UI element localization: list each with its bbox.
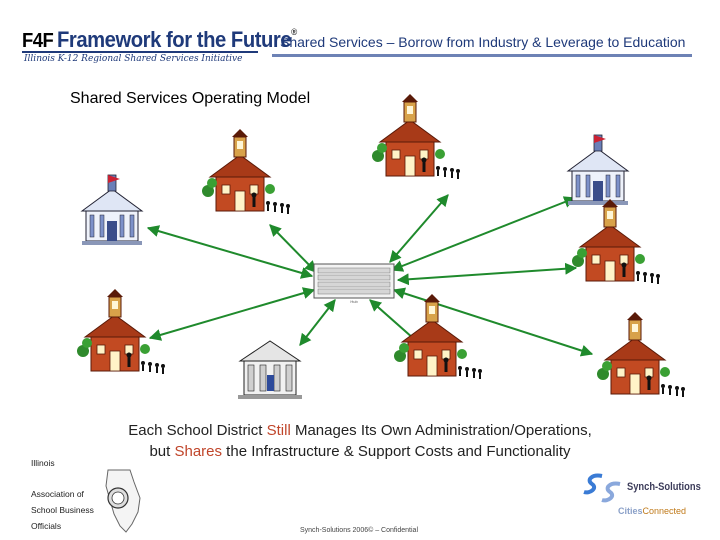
caption-text: but	[149, 443, 174, 460]
synch-solutions-logo-icon	[582, 472, 624, 506]
tagline-cities: Cities	[618, 506, 643, 516]
arrow-hub-to-school-right	[398, 268, 576, 280]
district-office-icon-1	[82, 175, 142, 245]
arrow-hub-to-gov-right	[392, 198, 575, 270]
caption-line-2: but Shares the Infrastructure & Support …	[60, 441, 660, 462]
arrow-hub-to-school-bottom-left	[150, 290, 314, 338]
association-line-1: Illinois	[31, 458, 55, 468]
school-district-icon-5	[394, 294, 482, 379]
arrow-hub-to-gov-left	[148, 228, 312, 276]
association-line-2: Association of	[31, 489, 84, 499]
school-district-icon-6	[597, 312, 685, 397]
caption-line-1: Each School District Still Manages Its O…	[60, 420, 660, 441]
caption-text: the Infrastructure & Support Costs and F…	[222, 443, 571, 460]
association-line-4: Officials	[31, 521, 61, 531]
district-office-icon-2	[568, 135, 628, 205]
association-line-3: School Business	[31, 505, 94, 515]
synch-solutions-name: Synch-Solutions	[627, 481, 701, 493]
administration-building-icon	[238, 341, 302, 399]
tagline-connected: Connected	[643, 506, 687, 516]
illinois-state-seal-icon	[100, 468, 148, 534]
footer-confidential: Synch-Solutions 2006© – Confidential	[300, 527, 418, 534]
arrow-hub-to-bank	[300, 300, 335, 345]
caption-text: Manages Its Own Administration/Operation…	[291, 422, 592, 439]
school-district-icon-2	[372, 94, 460, 179]
school-district-icon-1	[202, 129, 290, 214]
caption-highlight-shares: Shares	[174, 443, 222, 460]
school-district-icon-3	[572, 199, 660, 284]
school-district-icon-4	[77, 289, 165, 374]
shared-server-hub-icon	[314, 264, 394, 298]
server-hub-label: Hub	[350, 299, 358, 304]
slide-caption: Each School District Still Manages Its O…	[60, 420, 660, 462]
synch-tagline: CitiesConnected	[618, 506, 686, 516]
caption-text: Each School District	[128, 422, 266, 439]
caption-highlight-still: Still	[267, 422, 291, 439]
